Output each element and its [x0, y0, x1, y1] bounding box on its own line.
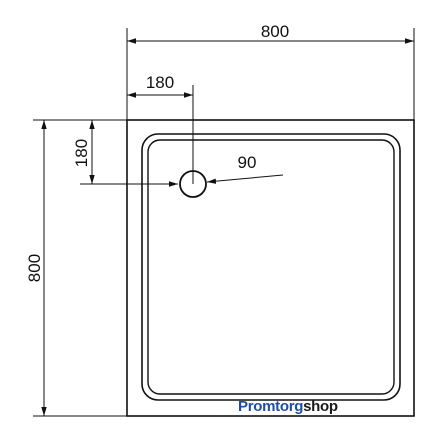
offset-y-label: 180	[72, 139, 91, 167]
width-label: 800	[261, 22, 289, 41]
watermark-part1: Promtorg	[238, 398, 304, 415]
diameter-label: 90	[238, 153, 257, 172]
dimension-drain-diameter: 90	[206, 153, 284, 184]
basin-outer-rim	[141, 133, 401, 401]
tray-outer-outline	[126, 119, 415, 417]
dimension-overall-height: 800	[25, 119, 127, 417]
watermark-logo: Promtorgshop	[238, 398, 338, 415]
dimension-drain-offset-x: 180	[127, 73, 194, 184]
dimension-drain-offset-y: 180	[72, 120, 178, 187]
dimension-overall-width: 800	[126, 22, 415, 120]
basin-inner-rim	[147, 139, 395, 395]
offset-x-label: 180	[146, 73, 174, 92]
watermark-part2: shop	[303, 398, 338, 415]
height-label: 800	[25, 254, 44, 282]
